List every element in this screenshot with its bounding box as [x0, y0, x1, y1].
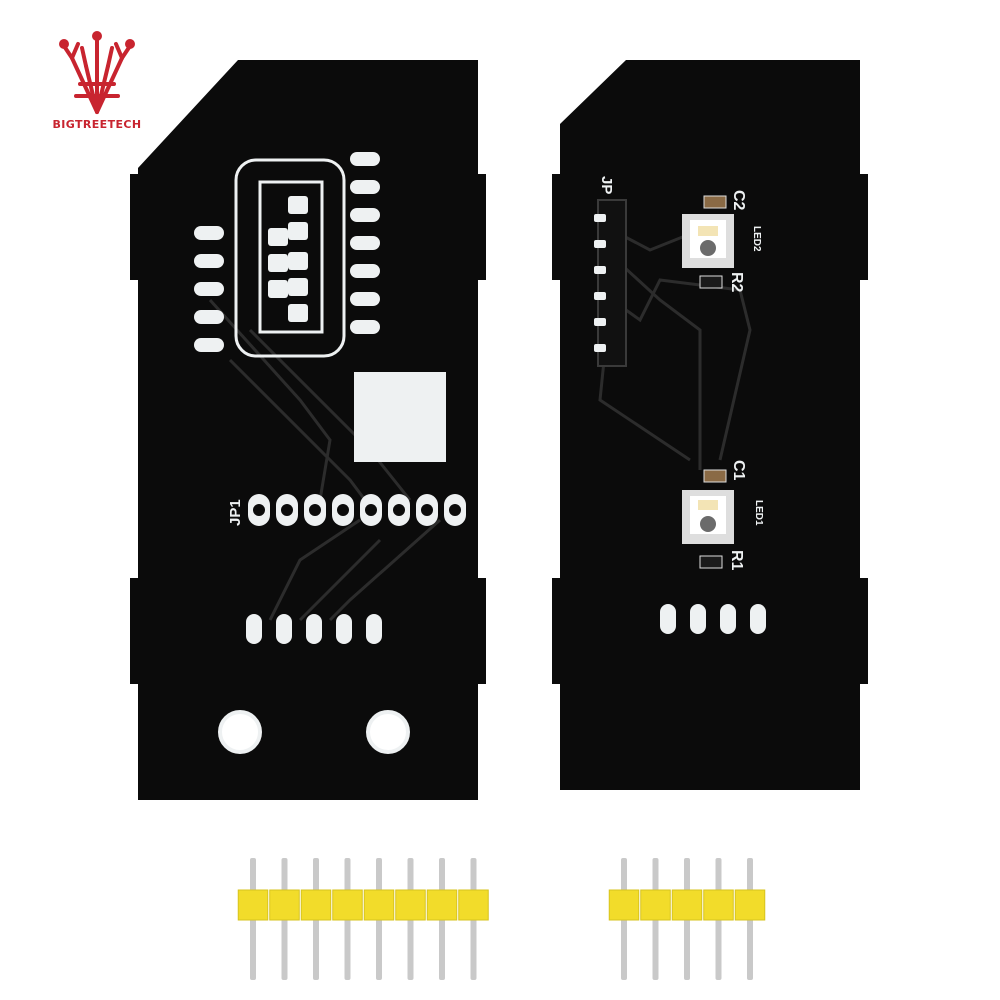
- pad-column-left: [194, 226, 224, 352]
- r2-resistor: [699, 275, 723, 289]
- pin-header-5: [608, 858, 766, 980]
- c1-label: C1: [730, 460, 747, 481]
- header-body-segment: [395, 889, 426, 921]
- r1-resistor: [699, 555, 723, 569]
- pin-header-8: [237, 858, 489, 980]
- bottom-pad-row-right: [660, 604, 766, 634]
- header-body-segment: [734, 889, 766, 921]
- header-body-segment: [363, 889, 395, 921]
- led2: [682, 214, 734, 268]
- header-body-segment: [300, 889, 332, 921]
- c1-capacitor: [703, 469, 727, 483]
- brand-name: BIGTREETECH: [52, 118, 142, 131]
- header-body-segment: [640, 889, 671, 921]
- header-body-segment: [332, 889, 363, 921]
- jp1-pad-row: [248, 494, 466, 526]
- c2-capacitor: [703, 195, 727, 209]
- bottom-pad-row-left: [246, 614, 382, 644]
- led1-label: LED1: [753, 500, 764, 526]
- header-body-segment: [458, 889, 489, 921]
- pad-column-right: [350, 152, 380, 334]
- header-body-segment: [703, 889, 734, 921]
- led2-label: LED2: [751, 226, 762, 252]
- square-pad: [354, 372, 446, 462]
- mounting-holes: [218, 710, 410, 754]
- pcb-board-right: JP C2 LED2 R2 C1 LED1 R1: [552, 60, 868, 790]
- header-body-segment: [671, 889, 703, 921]
- r2-label: R2: [728, 272, 745, 293]
- jp-header-block: [597, 199, 627, 367]
- header-body-segment: [269, 889, 300, 921]
- led1: [682, 490, 734, 544]
- r1-label: R1: [728, 550, 745, 571]
- header-body-segment: [426, 889, 458, 921]
- pcb-board-left: JP1: [130, 60, 486, 800]
- header-body-segment: [237, 889, 269, 921]
- c2-label: C2: [730, 190, 747, 211]
- chip-outline: [234, 158, 346, 358]
- jp-label: JP: [598, 176, 615, 194]
- header-body-segment: [608, 889, 640, 921]
- brand-logo: [59, 31, 135, 114]
- jp1-label: JP1: [227, 499, 244, 526]
